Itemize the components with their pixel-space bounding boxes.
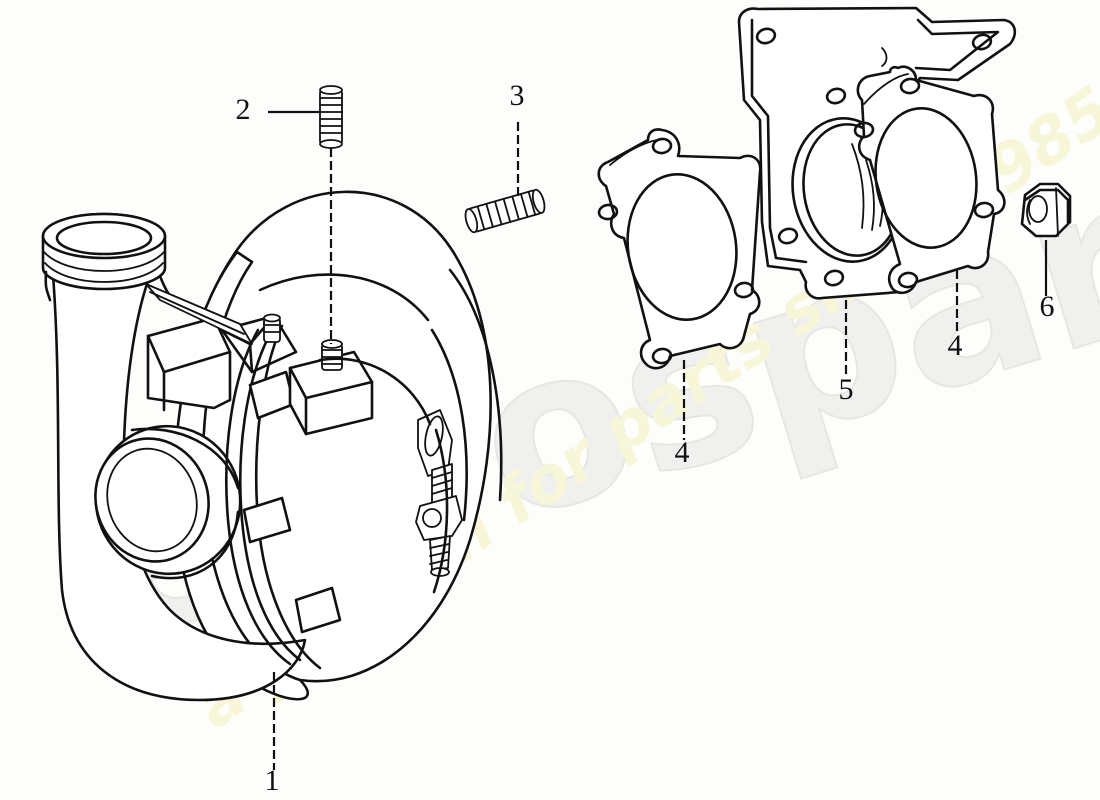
part-stud-diagonal — [464, 188, 546, 234]
part-stud-vertical — [319, 85, 343, 149]
callout-number-1: 1 — [265, 764, 280, 797]
callout-number-2: 2 — [236, 93, 251, 126]
part-turbocharger — [41, 190, 503, 702]
callout-number-4a: 4 — [675, 436, 690, 469]
part-gasket-left — [597, 128, 762, 370]
callout-leaders — [268, 110, 1048, 770]
callout-number-5: 5 — [839, 373, 854, 406]
part-flange-nut — [1020, 182, 1072, 238]
wastegate-linkage — [415, 409, 463, 577]
callout-numbers: 1 2 3 4 4 5 6 — [236, 79, 1055, 797]
callout-number-4b: 4 — [948, 329, 963, 362]
clamp-stud-short — [321, 339, 343, 371]
clamp-stud-left — [263, 313, 281, 343]
part-gasket-right — [853, 65, 1006, 295]
callout-number-6: 6 — [1040, 290, 1055, 323]
callout-number-3: 3 — [510, 79, 525, 112]
